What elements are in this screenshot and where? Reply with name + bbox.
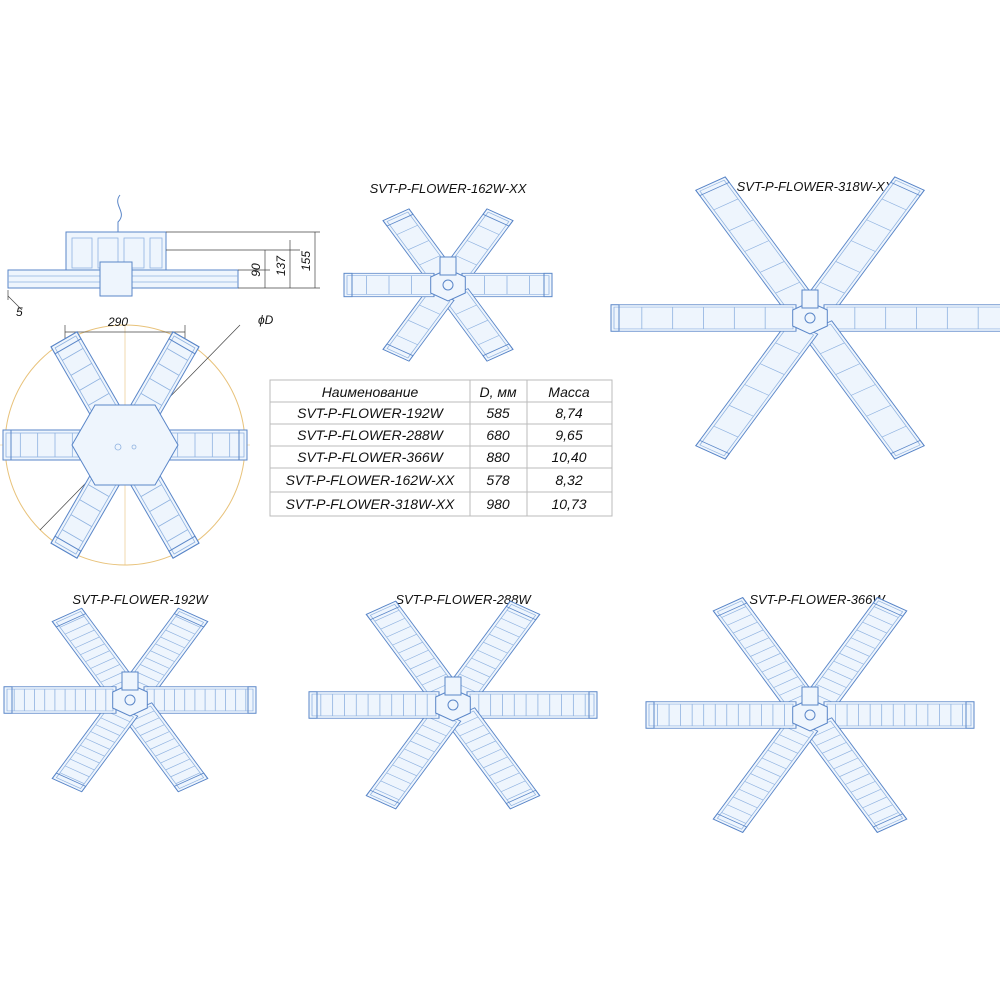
title-318w: SVT-P-FLOWER-318W-XX [737,179,895,194]
dim-155: 155 [299,251,313,271]
top-view [0,324,250,566]
light-arm [645,701,797,729]
title-366w: SVT-P-FLOWER-366W [749,592,886,607]
dim-5: 5 [16,305,23,319]
light-arm [801,176,925,316]
header-name: Наименование [322,384,419,400]
title-288w: SVT-P-FLOWER-288W [395,592,532,607]
side-view [7,194,320,311]
title-192w: SVT-P-FLOWER-192W [72,592,209,607]
cable [117,194,122,232]
light-arm [143,686,257,714]
light-arm [466,691,598,719]
light-arm [343,272,435,298]
row-name: SVT-P-FLOWER-288W [297,427,445,443]
spec-table [269,379,613,517]
hub [792,301,828,335]
light-arm [823,701,975,729]
light-arm [3,686,117,714]
fixture-192w [3,607,257,793]
hub [430,268,466,302]
light-arm [610,304,797,332]
row-name: SVT-P-FLOWER-162W-XX [286,472,455,488]
row-name: SVT-P-FLOWER-366W [297,449,445,465]
light-arm [695,176,819,316]
dim-290: 290 [107,315,128,329]
header-mass: Масса [548,384,590,400]
light-arm [461,272,553,298]
row-d: 680 [486,427,510,443]
hub [792,698,828,732]
light-arm [712,717,819,833]
light-arm [308,691,440,719]
light-arm [382,288,455,362]
fixture-366w [645,597,975,833]
light-arm [712,597,819,713]
dim-90: 90 [249,263,263,277]
row-mass: 8,74 [555,405,582,421]
row-d: 880 [486,449,510,465]
hub [435,688,471,722]
row-mass: 10,73 [551,496,586,512]
row-d: 585 [486,405,510,421]
row-d: 980 [486,496,510,512]
light-arm [444,707,541,810]
light-arm [51,702,139,793]
fixture-162w [343,208,553,362]
light-arm [801,320,925,460]
driver-box [444,676,462,696]
row-name: SVT-P-FLOWER-318W-XX [286,496,455,512]
driver-box [801,686,819,706]
driver-box [801,289,819,309]
light-arm [801,717,908,833]
center-plate [71,404,179,486]
driver-box [439,256,457,276]
fixture-288w [308,600,598,810]
title-162w: SVT-P-FLOWER-162W-XX [370,181,528,196]
driver-box [121,671,139,691]
light-arm [695,320,819,460]
light-arm [801,597,908,713]
row-mass: 10,40 [551,449,586,465]
row-name: SVT-P-FLOWER-192W [297,405,445,421]
light-arm [365,707,462,810]
row-mass: 9,65 [555,427,582,443]
dim-diameter: ϕD [258,313,274,327]
fixture-318w [610,176,1000,460]
header-d: D, мм [479,384,516,400]
dim-137: 137 [274,255,288,276]
row-d: 578 [486,472,510,488]
light-arm [823,304,1000,332]
hub [112,683,148,717]
row-mass: 8,32 [555,472,582,488]
center-block [99,261,133,297]
